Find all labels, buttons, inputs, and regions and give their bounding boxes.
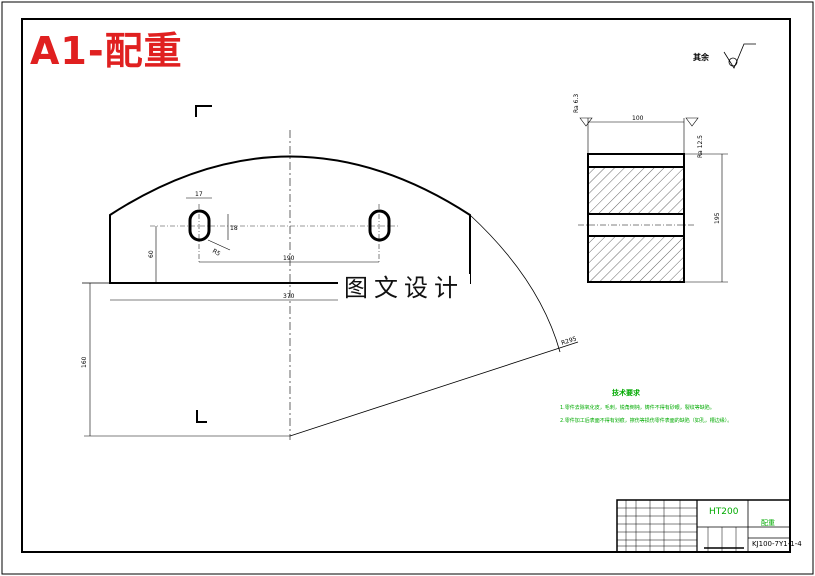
side-view: 100 195 Ra 6.3 Ra 12.5	[573, 94, 728, 283]
dim-rough-right: Ra 12.5	[697, 135, 704, 158]
dim-rough-left: Ra 6.3	[573, 94, 580, 113]
material-label: HT200	[709, 507, 739, 517]
roughness-label: 其余	[693, 53, 709, 62]
slot-hole-left	[188, 209, 211, 242]
dim-slot-width: 17	[195, 191, 203, 198]
dimension-text: 17 18 R5 60 190 370 160 R295	[81, 191, 578, 368]
tech-requirements-title: 技术要求	[612, 389, 640, 397]
dim-radius-height: 160	[81, 356, 88, 368]
slot-hole-right	[368, 209, 391, 242]
roughness-symbol	[723, 43, 756, 69]
watermark-text: 图文设计	[338, 274, 470, 302]
tech-requirement-1: 1.零件去除氧化皮，毛刺，锐角倒钝，铸件不得有砂眼，裂纹等缺陷。	[560, 405, 715, 411]
side-dimension-lines	[579, 117, 728, 283]
drawing-title: A1-配重	[30, 29, 183, 73]
roughness-circle	[728, 57, 738, 67]
inner-frame	[21, 18, 791, 553]
dim-base-width: 370	[283, 293, 295, 300]
dim-slot-height-pos: 60	[148, 250, 155, 258]
drawing-number-label: KJ100-7Y1-1-4	[752, 540, 802, 548]
side-view-outline	[587, 153, 685, 283]
dim-slot-angle: R5	[211, 248, 222, 258]
radius-leader	[289, 341, 579, 437]
center-mark-top	[195, 105, 212, 117]
dim-arc-radius: R295	[560, 335, 577, 347]
side-hatch-bottom	[588, 236, 684, 282]
radius-arc	[469, 214, 561, 353]
tech-requirement-2: 2.零件加工后表面不得有划痕，擦伤等损伤零件表面的缺陷（如孔，槽边缘）。	[560, 418, 733, 424]
dimension-lines	[84, 197, 470, 437]
part-name-label: 配重	[761, 519, 775, 527]
dim-side-height: 195	[714, 212, 721, 224]
dim-hole-spacing: 190	[283, 255, 295, 262]
front-view-outline	[109, 155, 471, 284]
center-mark-bottom	[196, 410, 207, 423]
dim-slot-height: 18	[230, 225, 238, 232]
side-hatch-top	[588, 167, 684, 214]
title-block	[616, 499, 791, 553]
dim-side-width: 100	[632, 115, 644, 122]
side-dimension-text: 100 195 Ra 6.3 Ra 12.5	[573, 94, 721, 224]
front-view: 17 18 R5 60 190 370 160 R295	[81, 130, 579, 440]
